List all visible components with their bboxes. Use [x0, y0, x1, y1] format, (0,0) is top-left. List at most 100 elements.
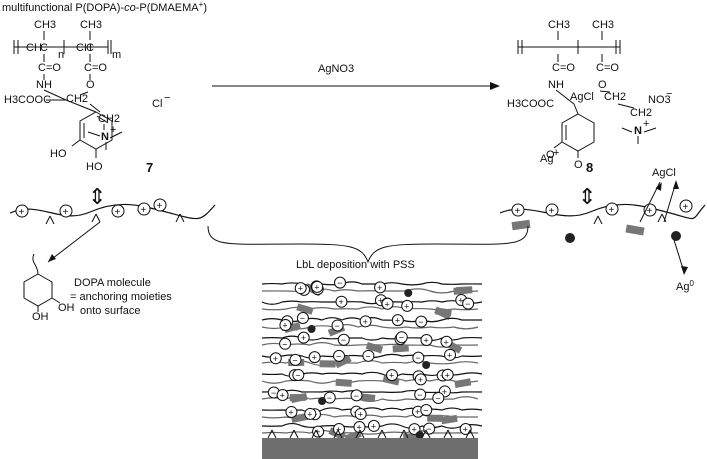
dopa-anchor	[267, 429, 277, 439]
charge-label: +	[110, 124, 116, 136]
c-label: C	[40, 42, 48, 54]
polycation-chain	[261, 281, 483, 287]
silver-chloride-particle	[319, 360, 336, 368]
cation-bead	[279, 319, 292, 332]
quinone-oxygen-label: O	[546, 149, 555, 161]
charge-sign: −	[337, 278, 342, 288]
charge-plus: +	[19, 207, 25, 218]
dopa-anchor	[421, 429, 431, 439]
charge-plus: +	[609, 205, 615, 216]
nh-label: NH	[36, 79, 52, 91]
silver-chloride-particle	[335, 378, 352, 387]
charge-sign: +	[458, 296, 463, 306]
cation-bead	[353, 421, 366, 434]
dopa-anchor	[355, 429, 365, 439]
cation-bead	[401, 299, 414, 312]
structure-7: CH3 CH3 CH C CH C n m C=O NH H3COOC HO H…	[4, 19, 170, 175]
anion-bead	[432, 391, 445, 404]
dopa-note-line1: DOPA molecule	[74, 277, 151, 289]
anion-bead	[337, 333, 350, 346]
charge-sign: +	[463, 424, 468, 434]
polymer-title: multifunctional P(DOPA)-co-P(DMAEMA+)	[2, 0, 207, 14]
silver-chloride-particle	[358, 393, 376, 402]
cation-bead	[459, 422, 472, 435]
silver-chloride-particle	[427, 414, 444, 422]
charge-sign: −	[353, 391, 358, 401]
ch-label: CH	[76, 42, 92, 54]
charge-sign: −	[423, 406, 428, 416]
charge-plus: +	[549, 206, 555, 217]
cation-bead	[335, 295, 348, 308]
charge-sign: −	[295, 371, 300, 381]
charge-sign: +	[418, 375, 423, 385]
dopa-anchor	[333, 429, 343, 439]
charge-sign: +	[377, 283, 382, 293]
charge-sign: +	[404, 301, 409, 311]
charge-plus: +	[115, 207, 121, 218]
silver-ion-label: Ag	[540, 153, 553, 165]
anion-bead	[334, 276, 347, 289]
anion-bead	[289, 353, 302, 366]
dopa-anchor	[399, 429, 409, 439]
charge-sign: −	[336, 351, 341, 361]
anion-bead	[350, 389, 363, 402]
hydroxyl-label: OH	[32, 311, 49, 323]
charge-sign: +	[442, 387, 447, 397]
ester-label: H3COOC	[507, 98, 554, 110]
c-label: C	[86, 42, 94, 54]
charge-sign: +	[301, 333, 306, 343]
charge-sign: −	[415, 353, 420, 363]
equilibrium-arrow-left: ⇕	[88, 184, 106, 209]
anion-bead	[292, 369, 305, 382]
dopa-note: OH OH DOPA molecule = anchoring moieties…	[23, 221, 172, 323]
cation-bead	[367, 419, 380, 432]
charge-sign: −	[426, 424, 431, 434]
ester-label: H3COOC	[4, 94, 51, 106]
lbl-deposition-label: LbL deposition with PSS	[296, 259, 415, 271]
charge-sign: −	[282, 339, 287, 349]
dopa-anchor	[465, 429, 475, 439]
hydroxyl-label: OH	[58, 302, 75, 314]
anion-bead	[412, 351, 425, 364]
svg-text:N: N	[101, 131, 109, 143]
substrate	[262, 438, 478, 459]
charge-sign: +	[288, 407, 293, 417]
silver-chloride-particle	[454, 378, 472, 388]
charge-sign: −	[292, 355, 297, 365]
ch2-label: CH2	[604, 91, 626, 103]
cation-bead	[304, 407, 317, 420]
cation-bead	[359, 315, 372, 328]
charge-sign: +	[312, 353, 317, 363]
anion-bead	[415, 315, 428, 328]
dopa-note-line2: = anchoring moieties	[70, 291, 172, 303]
pss-chain	[261, 288, 479, 294]
charge-sign: +	[445, 370, 450, 380]
polycation-chain	[261, 317, 483, 323]
charge-sign: −	[417, 390, 422, 400]
pss-chain	[261, 429, 479, 435]
charge-sign: −	[300, 314, 305, 324]
cation-bead	[440, 335, 453, 348]
nh-label: NH	[548, 79, 564, 91]
carbonyl-label: C=O	[596, 62, 619, 74]
charge-sign: +	[282, 321, 287, 331]
charge-label: −	[666, 88, 672, 100]
reaction-arrow: AgNO3	[212, 63, 500, 90]
cation-bead	[408, 423, 421, 436]
charge-sign: −	[465, 299, 470, 309]
charge-sign: −	[271, 388, 276, 398]
anion-bead	[333, 349, 346, 362]
ch2-label: CH2	[98, 113, 120, 125]
charge-label: +	[553, 147, 559, 159]
cation-bead	[374, 281, 387, 294]
oxygen-label: O	[86, 79, 95, 91]
lbl-multilayer-film: ++++−+++++++−+−++−−++−−++−−+−++−+−−−++−+…	[261, 276, 483, 443]
cation-bead	[269, 352, 282, 365]
silver-particle	[415, 431, 424, 439]
charge-plus: +	[683, 202, 689, 213]
charge-plus: +	[141, 205, 147, 216]
charge-sign: +	[298, 284, 303, 294]
charge-sign: −	[399, 333, 404, 343]
dopa-anchor	[443, 429, 453, 439]
